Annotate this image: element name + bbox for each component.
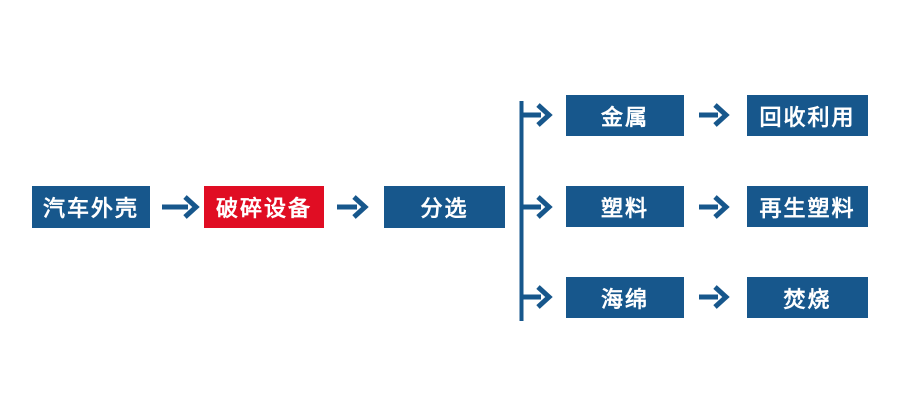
- node-recycled-plastic: 再生塑料: [747, 186, 868, 227]
- branch-arrow-icon: [521, 195, 553, 219]
- node-sorting: 分选: [384, 186, 505, 228]
- node-crushing-equipment: 破碎设备: [204, 186, 324, 228]
- flow-arrow-icon: [162, 195, 200, 219]
- flow-arrow-icon: [337, 195, 369, 219]
- branch-arrow-icon: [521, 285, 553, 309]
- node-metal: 金属: [566, 95, 684, 136]
- node-plastic: 塑料: [566, 186, 684, 227]
- node-sponge: 海绵: [566, 277, 684, 318]
- flow-arrow-icon: [699, 285, 730, 309]
- node-incineration: 焚烧: [747, 277, 868, 318]
- flow-arrow-icon: [699, 103, 730, 127]
- node-car-shell: 汽车外壳: [32, 186, 150, 228]
- branch-arrow-icon: [521, 103, 553, 127]
- flow-arrow-icon: [699, 195, 730, 219]
- node-recycle-reuse: 回收利用: [747, 95, 868, 136]
